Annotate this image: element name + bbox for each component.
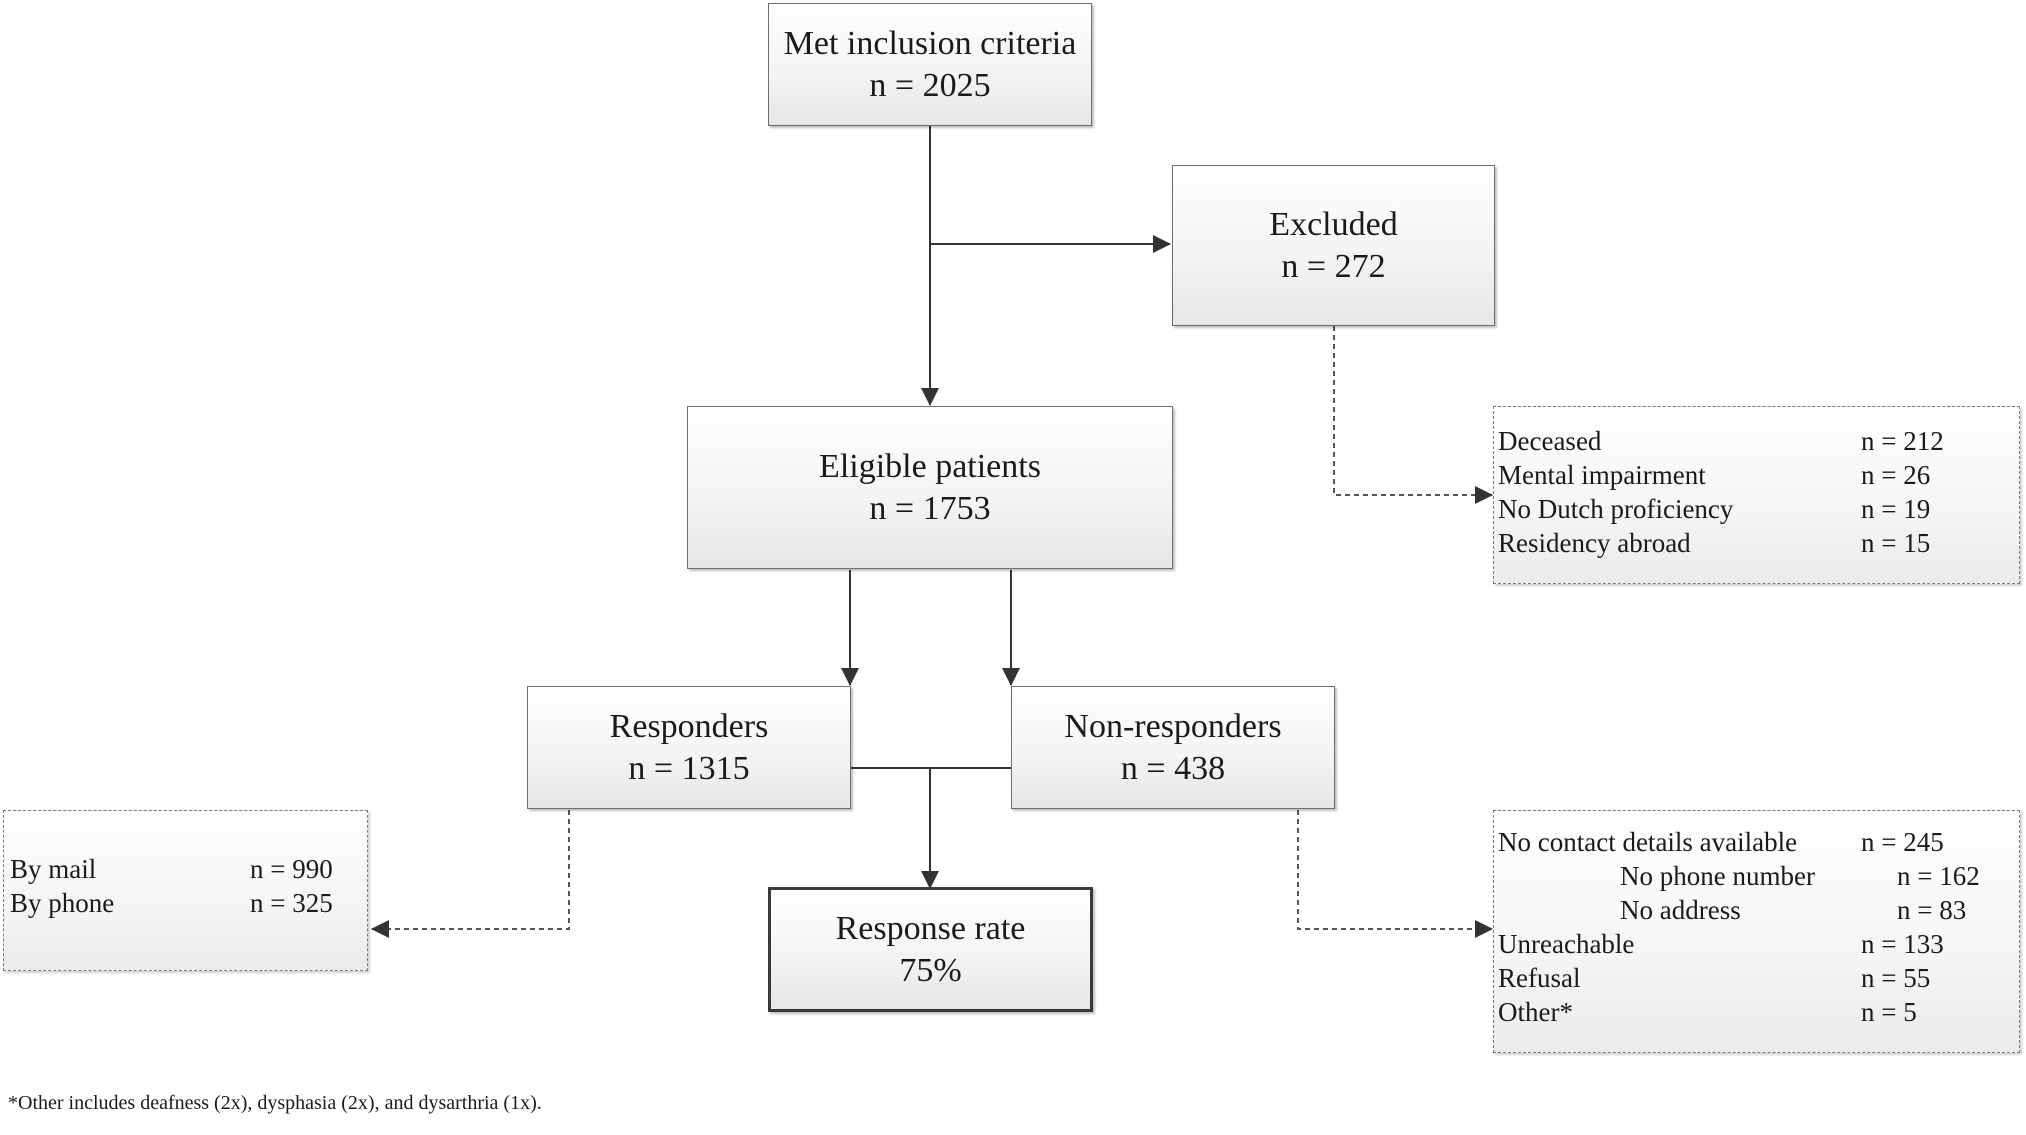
responder-detail-count: n = 325: [250, 888, 333, 918]
nonresponders-box: Non-responders n = 438: [1011, 686, 1335, 809]
excluded-detail-count: n = 212: [1861, 426, 1944, 456]
nonresponder-detail-count: n = 83: [1897, 895, 1967, 925]
dashed-arrow-nonresponder-details: [1297, 810, 1493, 938]
responder-detail-label: By phone: [10, 888, 115, 918]
excluded-box: Excluded n = 272: [1172, 165, 1495, 326]
excluded-detail-count: n = 15: [1861, 528, 1931, 558]
nonresponders-count: n = 438: [1120, 749, 1226, 787]
excluded-details-box: Deceased n = 212 Mental impairment n = 2…: [1493, 406, 2020, 584]
responders-title: Responders: [609, 707, 769, 745]
nonresponder-detail-label: Other*: [1498, 997, 1573, 1027]
nonresponder-detail-label: No contact details available: [1498, 827, 1798, 857]
excluded-detail-count: n = 19: [1861, 494, 1931, 524]
nonresponder-detail-label: Unreachable: [1498, 929, 1635, 959]
nonresponder-detail-count: n = 162: [1897, 861, 1980, 891]
excluded-detail-label: Residency abroad: [1498, 528, 1691, 558]
excluded-detail-count: n = 26: [1861, 460, 1931, 490]
nonresponders-title: Non-responders: [1064, 707, 1282, 745]
excluded-detail-label: Deceased: [1498, 426, 1602, 456]
nonresponder-detail-count: n = 133: [1861, 929, 1944, 959]
response-rate-value: 75%: [899, 951, 962, 989]
excluded-detail-label: Mental impairment: [1498, 460, 1706, 490]
met-inclusion-title: Met inclusion criteria: [783, 24, 1077, 62]
eligible-count: n = 1753: [869, 489, 991, 527]
responders-count: n = 1315: [628, 749, 750, 787]
eligible-title: Eligible patients: [819, 447, 1041, 485]
dashed-arrow-responder-details: [371, 810, 570, 938]
footnote: *Other includes deafness (2x), dysphasia…: [8, 1092, 542, 1114]
excluded-detail-label: No Dutch proficiency: [1498, 494, 1734, 524]
nonresponder-detail-label: No phone number: [1620, 861, 1815, 891]
nonresponder-detail-label: No address: [1620, 895, 1741, 925]
response-rate-box: Response rate 75%: [768, 887, 1093, 1012]
nonresponder-detail-count: n = 55: [1861, 963, 1931, 993]
met-inclusion-box: Met inclusion criteria n = 2025: [768, 3, 1092, 126]
response-rate-title: Response rate: [835, 909, 1026, 947]
nonresponder-detail-count: n = 245: [1861, 827, 1944, 857]
excluded-title: Excluded: [1269, 205, 1398, 243]
responder-details-box: By mail n = 990 By phone n = 325: [3, 810, 368, 971]
responder-detail-label: By mail: [10, 854, 97, 884]
nonresponder-detail-count: n = 5: [1861, 997, 1917, 1027]
dashed-arrow-excluded-details: [1333, 326, 1493, 504]
eligible-box: Eligible patients n = 1753: [687, 406, 1173, 569]
nonresponder-detail-label: Refusal: [1498, 963, 1581, 993]
nonresponder-details-box: No contact details available n = 245 No …: [1493, 810, 2020, 1053]
responders-box: Responders n = 1315: [527, 686, 851, 809]
excluded-count: n = 272: [1281, 247, 1386, 285]
met-inclusion-count: n = 2025: [869, 66, 991, 104]
responder-detail-count: n = 990: [250, 854, 333, 884]
